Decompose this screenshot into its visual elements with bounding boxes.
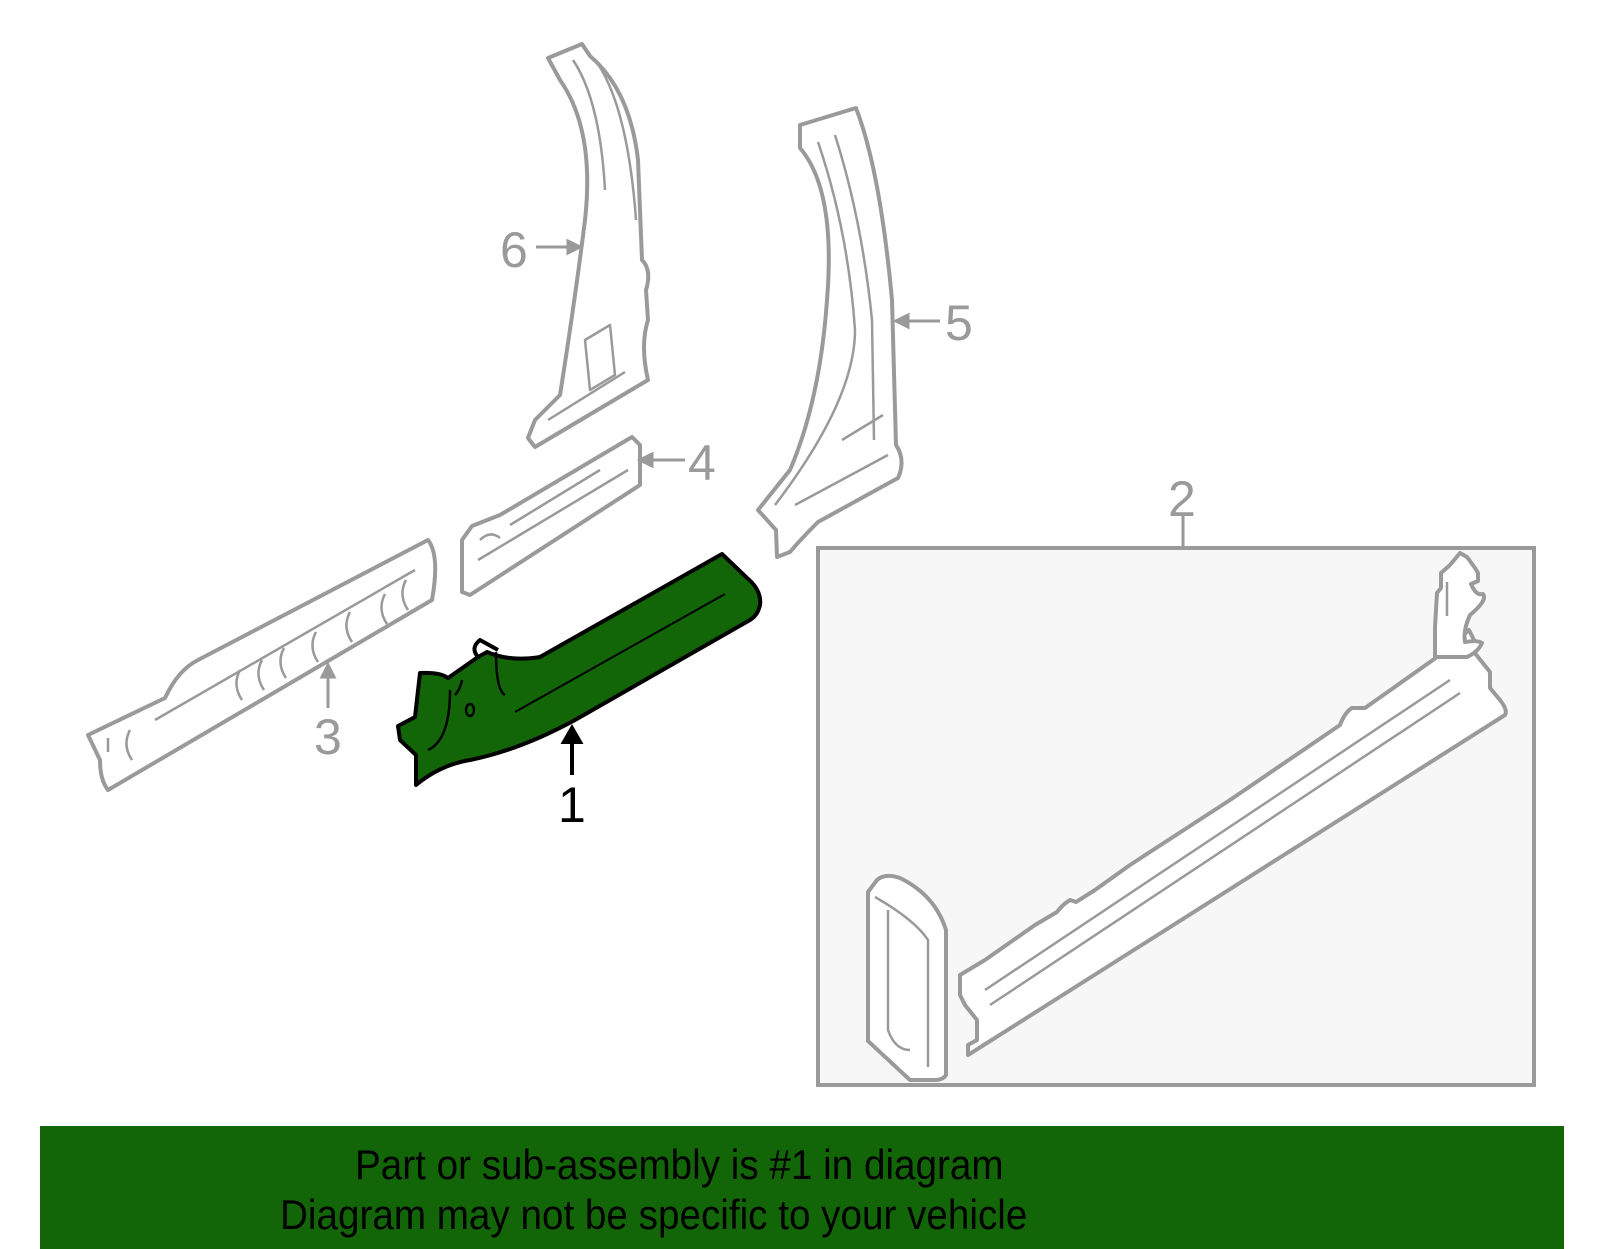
callout-4-arrow — [636, 451, 685, 469]
callout-1-arrow — [560, 723, 584, 775]
part-2-small-bracket-top[interactable] — [1433, 551, 1487, 659]
callout-label-3: 3 — [314, 709, 342, 765]
banner-line-2: Diagram may not be specific to your vehi… — [280, 1191, 1028, 1238]
callout-label-6: 6 — [500, 222, 528, 278]
part-2-end-cap[interactable] — [866, 873, 948, 1082]
callout-5-arrow — [892, 312, 940, 330]
callout-label-2: 2 — [1168, 471, 1196, 527]
part-2-rocker-outer[interactable] — [958, 628, 1508, 1057]
part-5-pillar[interactable] — [756, 106, 904, 559]
part-1-rocker-panel-highlighted[interactable] — [396, 552, 763, 787]
callout-label-4: 4 — [688, 435, 716, 491]
banner-line-1: Part or sub-assembly is #1 in diagram — [355, 1141, 1004, 1188]
part-4-reinforcement[interactable] — [460, 435, 642, 597]
part-3-rocker-reinforcement[interactable] — [86, 538, 438, 792]
callout-label-1: 1 — [558, 777, 586, 833]
notice-banner: Part or sub-assembly is #1 in diagram Di… — [40, 1126, 1564, 1249]
callout-6-arrow — [536, 238, 584, 256]
part-6-pillar[interactable] — [526, 42, 651, 449]
callout-3-arrow — [319, 661, 337, 708]
callout-label-5: 5 — [945, 295, 973, 351]
